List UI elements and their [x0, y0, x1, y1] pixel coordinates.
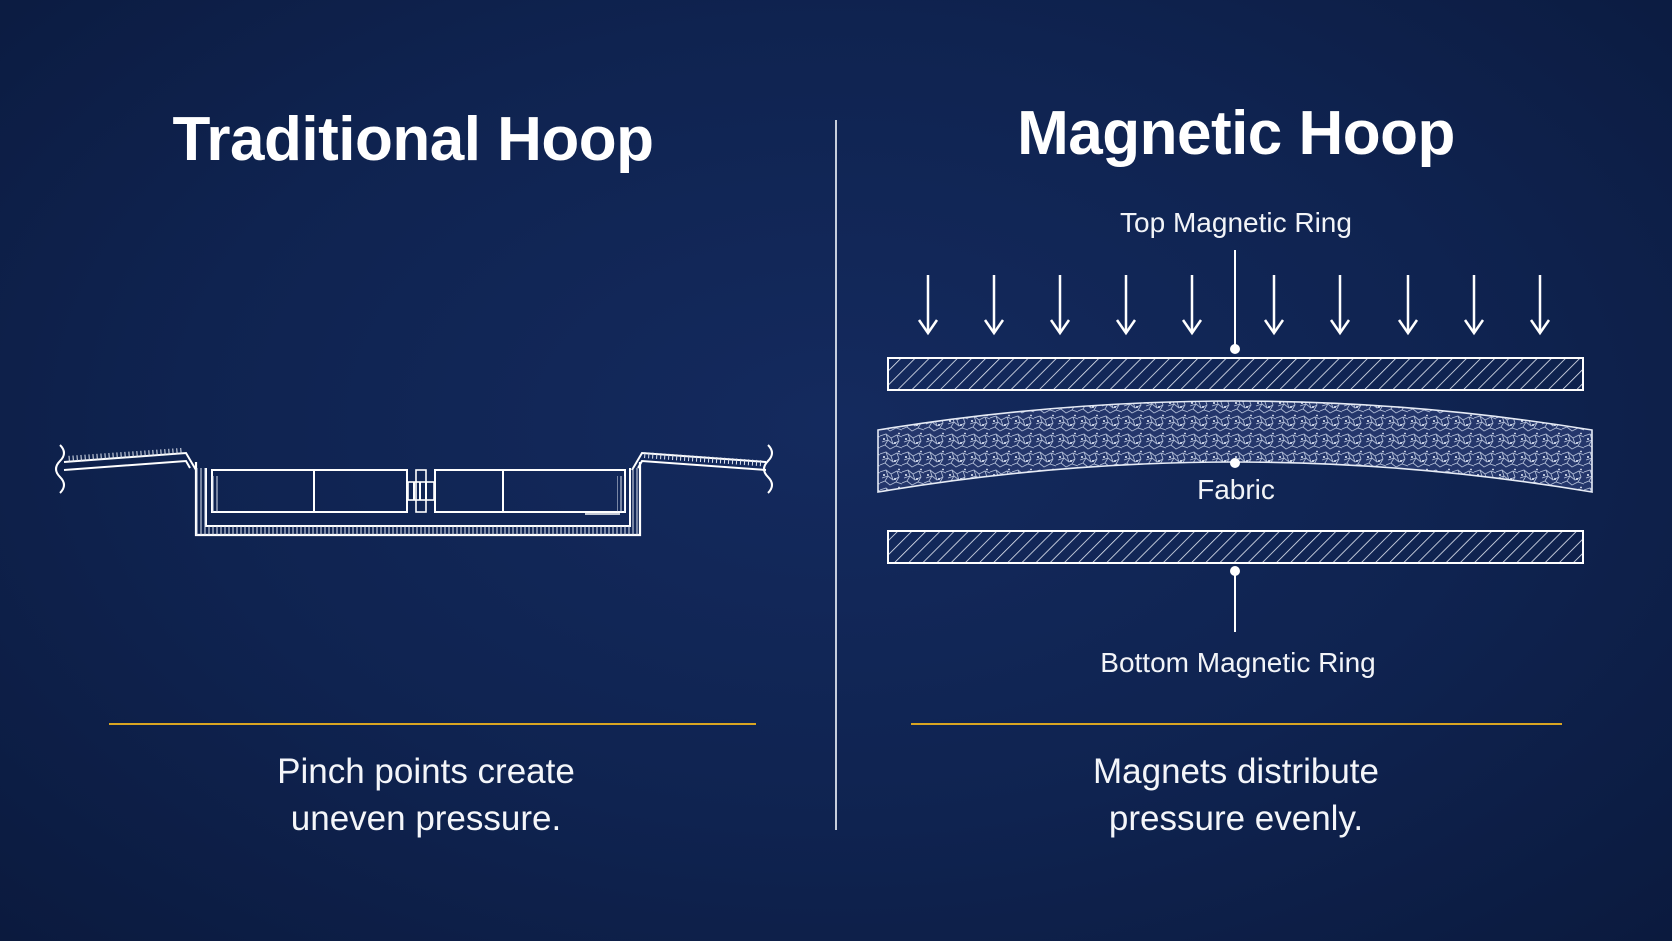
top-magnetic-ring-label: Top Magnetic Ring: [1120, 207, 1352, 238]
fabric-marker-dot: [1230, 458, 1240, 468]
down-arrow-icon: [1463, 275, 1485, 336]
fabric-break-left: [55, 444, 65, 494]
caption-line: pressure evenly.: [1108, 799, 1364, 838]
caption-line: Magnets distribute: [1093, 752, 1379, 791]
left-accent-rule: [109, 723, 756, 725]
down-arrow-icon: [1397, 275, 1419, 336]
magnetic-hoop-caption: Magnets distribute pressure evenly.: [976, 748, 1496, 842]
down-arrow-icon: [1115, 275, 1137, 336]
right-accent-rule: [911, 723, 1562, 725]
caption-line: uneven pressure.: [290, 799, 562, 838]
traditional-hoop-diagram: [55, 444, 773, 537]
tension-screw: [407, 469, 435, 513]
panel-divider: [835, 120, 837, 830]
down-arrow-icon: [917, 275, 939, 336]
down-arrow-icon: [1329, 275, 1351, 336]
down-arrow-icon: [1529, 275, 1551, 336]
down-arrow-icon: [983, 275, 1005, 336]
top-magnetic-ring: [887, 357, 1584, 391]
traditional-hoop-title: Traditional Hoop: [172, 105, 654, 174]
magnetic-hoop-title: Magnetic Hoop: [1017, 99, 1455, 168]
down-arrow-icon: [1263, 275, 1285, 336]
top-ring-marker-dot: [1230, 344, 1240, 354]
fabric-label: Fabric: [1197, 474, 1275, 505]
pressure-arrows: [917, 275, 1551, 336]
traditional-hoop-caption: Pinch points create uneven pressure.: [166, 748, 686, 842]
caption-line: Pinch points create: [277, 752, 575, 791]
bottom-ring-marker-dot: [1230, 566, 1240, 576]
magnetic-hoop-diagram: [877, 250, 1593, 632]
bottom-magnetic-ring: [887, 530, 1584, 564]
bottom-magnetic-ring-label: Bottom Magnetic Ring: [1100, 647, 1376, 678]
down-arrow-icon: [1181, 275, 1203, 336]
down-arrow-icon: [1049, 275, 1071, 336]
fabric-layer: [877, 400, 1593, 493]
